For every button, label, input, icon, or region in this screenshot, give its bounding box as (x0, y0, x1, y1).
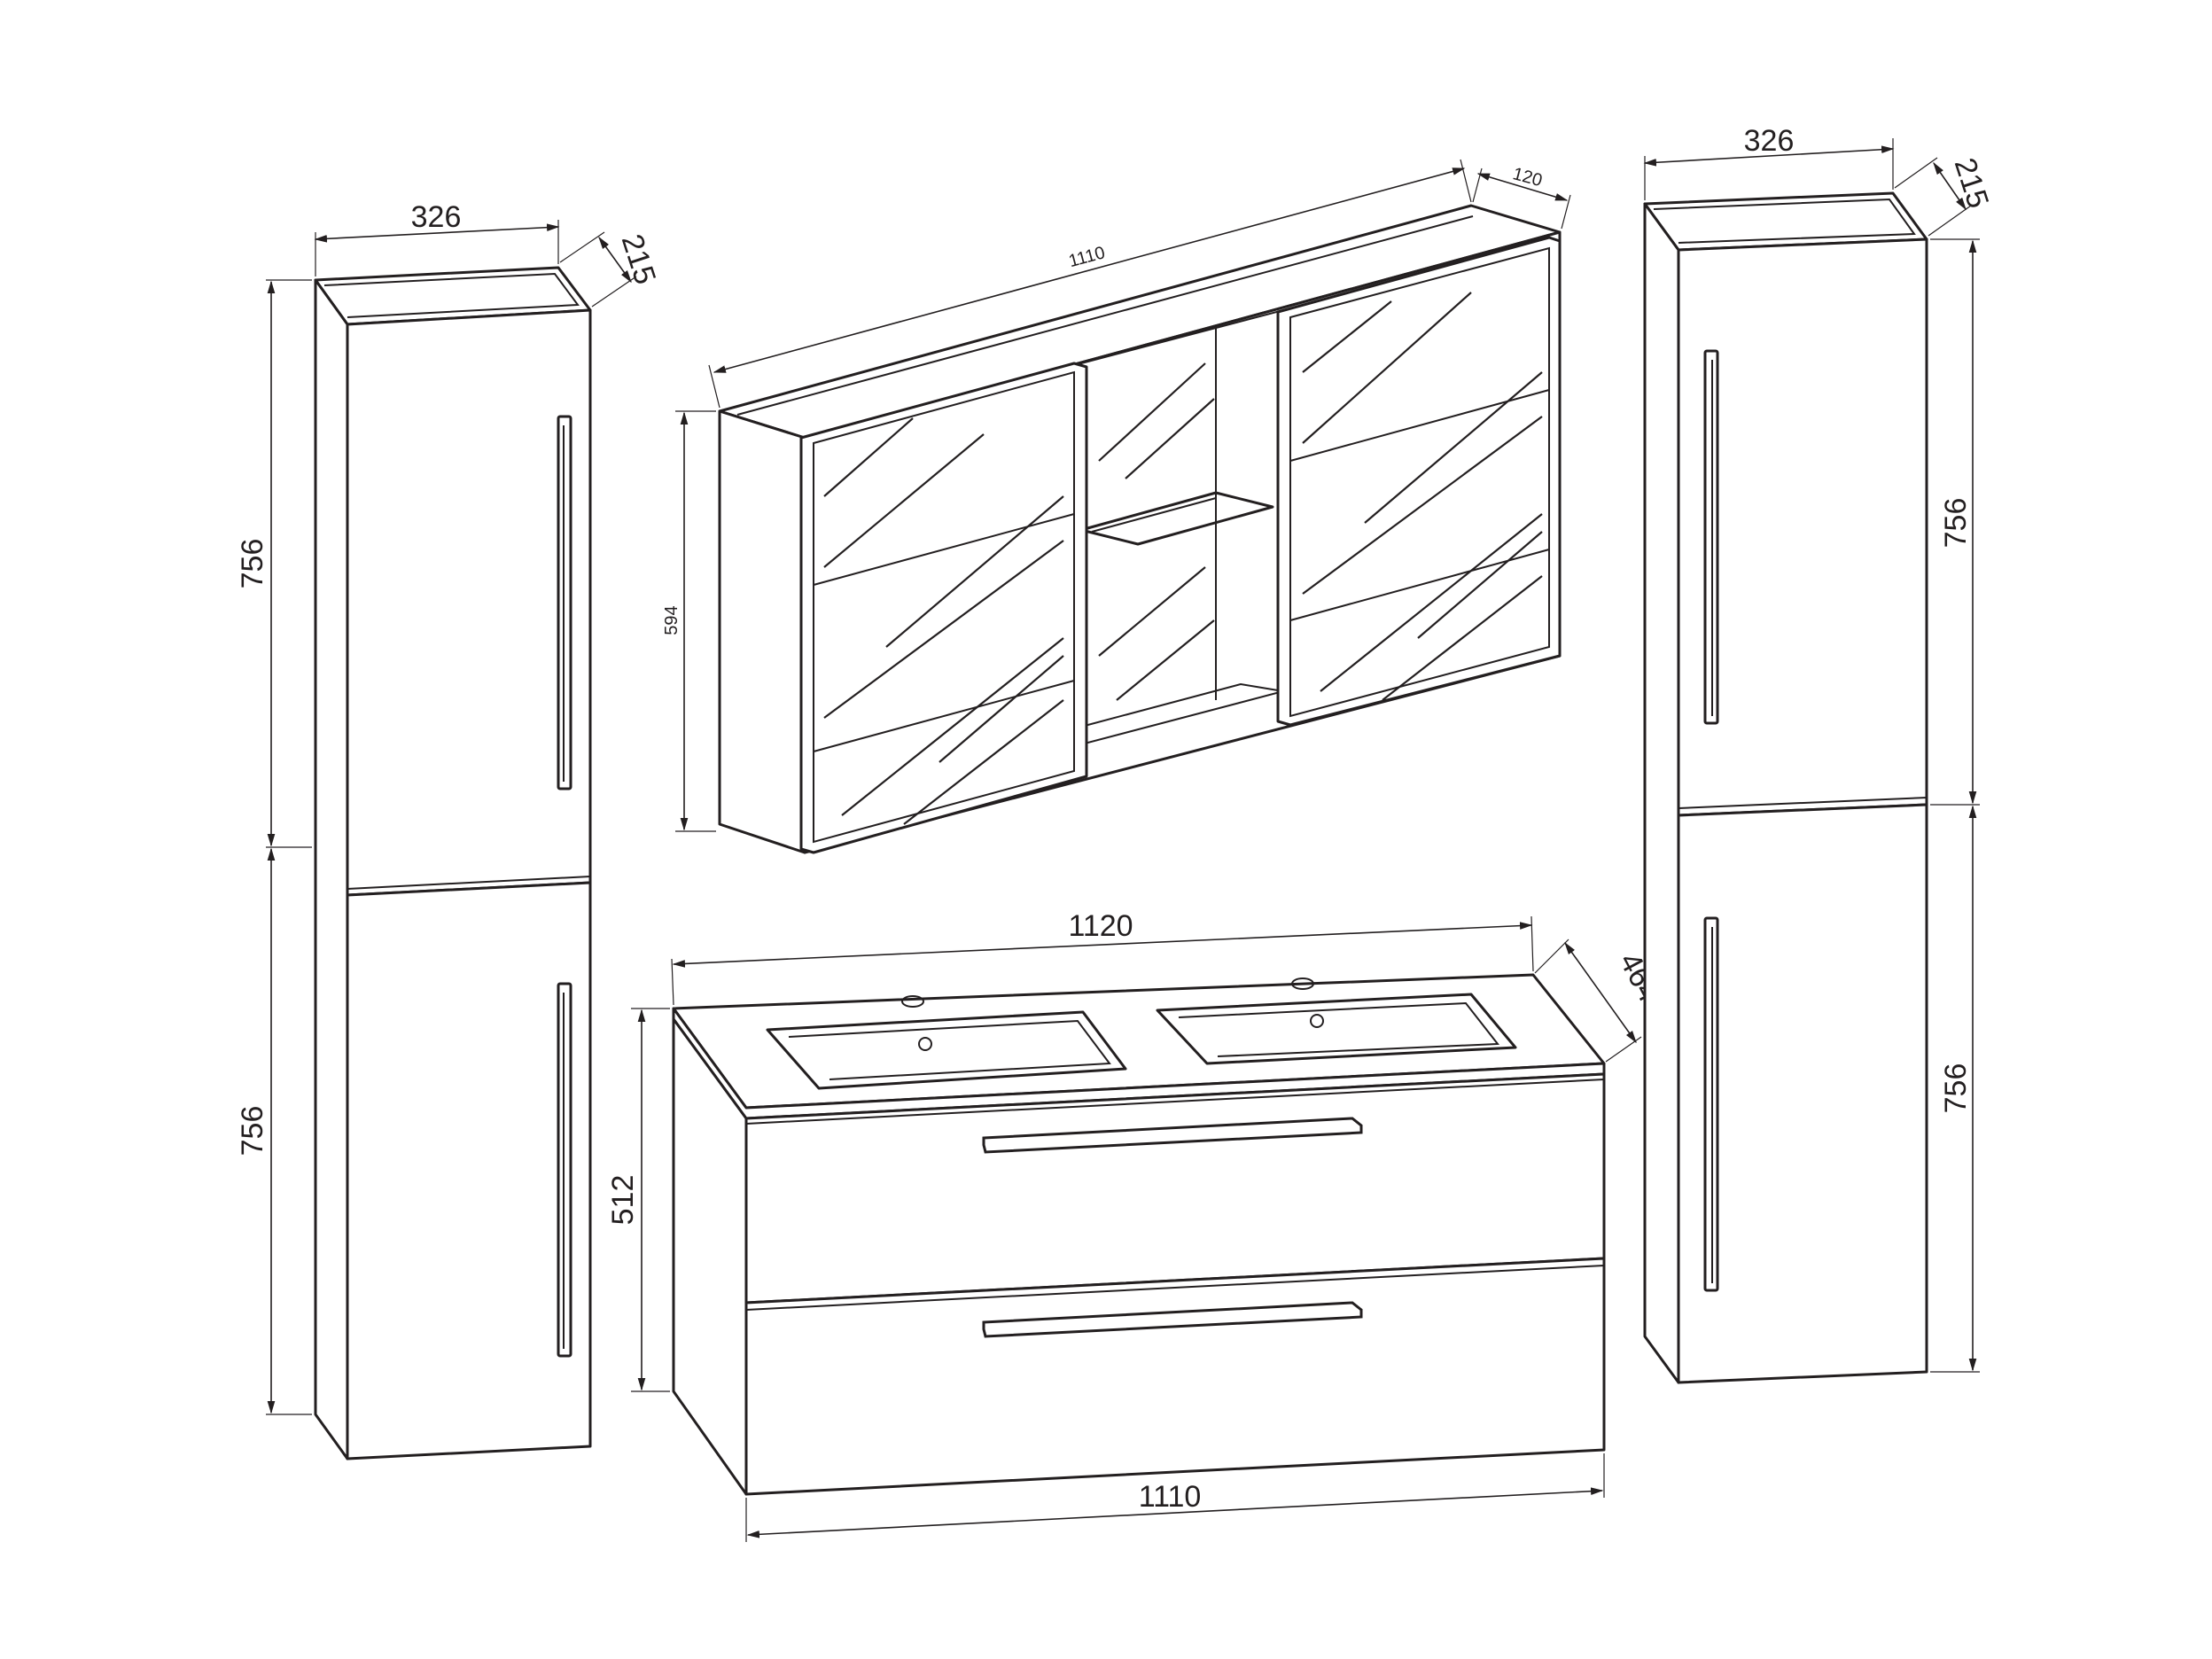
left-cabinet-upper-height-label: 756 (236, 539, 269, 589)
cabinet-side-panel (1643, 202, 1680, 1384)
basin-left (766, 1010, 1127, 1090)
mirror-cabinet-depth-label: 120 (1511, 164, 1545, 191)
cabinet-upper-door (346, 308, 592, 897)
tall-cabinet-left: 326 215 756 756 (236, 200, 663, 1460)
vanity-bottom-width-label: 1110 (1139, 1480, 1202, 1514)
right-cabinet-upper-height-label: 756 (1939, 498, 1973, 549)
drawer-handle-bottom (982, 1301, 1363, 1338)
basin-right (1156, 993, 1517, 1065)
left-cabinet-depth-label: 215 (615, 230, 663, 289)
left-cabinet-lower-height-label: 756 (236, 1106, 269, 1157)
tap-hole-right (1291, 977, 1314, 990)
cabinet-lower-door (346, 881, 592, 1460)
right-cabinet-lower-height-label: 756 (1939, 1063, 1973, 1114)
vanity-unit: 1120 464 512 1110 (606, 909, 1666, 1542)
tall-cabinet-right: 326 215 756 756 (1643, 124, 1996, 1384)
mirror-cabinet: 1110 120 594 (662, 159, 1571, 854)
drain-left (918, 1037, 932, 1051)
cabinet-side-panel (314, 278, 349, 1460)
drain-right (1310, 1014, 1324, 1028)
right-cabinet-width-label: 326 (1744, 124, 1795, 158)
right-cabinet-depth-label: 215 (1948, 154, 1996, 213)
mirror-door-right (1276, 236, 1562, 727)
mirror-cabinet-side (718, 409, 806, 854)
glass-shelf (1079, 491, 1274, 546)
vanity-top-width-label: 1120 (1068, 909, 1133, 943)
vanity-height-label: 512 (606, 1175, 640, 1226)
tap-hole-left (901, 995, 924, 1008)
vanity-drawer-bottom (744, 1257, 1606, 1496)
mirror-cabinet-height-label: 594 (662, 605, 682, 635)
left-cabinet-width-label: 326 (411, 200, 462, 234)
drawer-handle-top (982, 1117, 1363, 1154)
cabinet-lower-door (1677, 803, 1928, 1384)
